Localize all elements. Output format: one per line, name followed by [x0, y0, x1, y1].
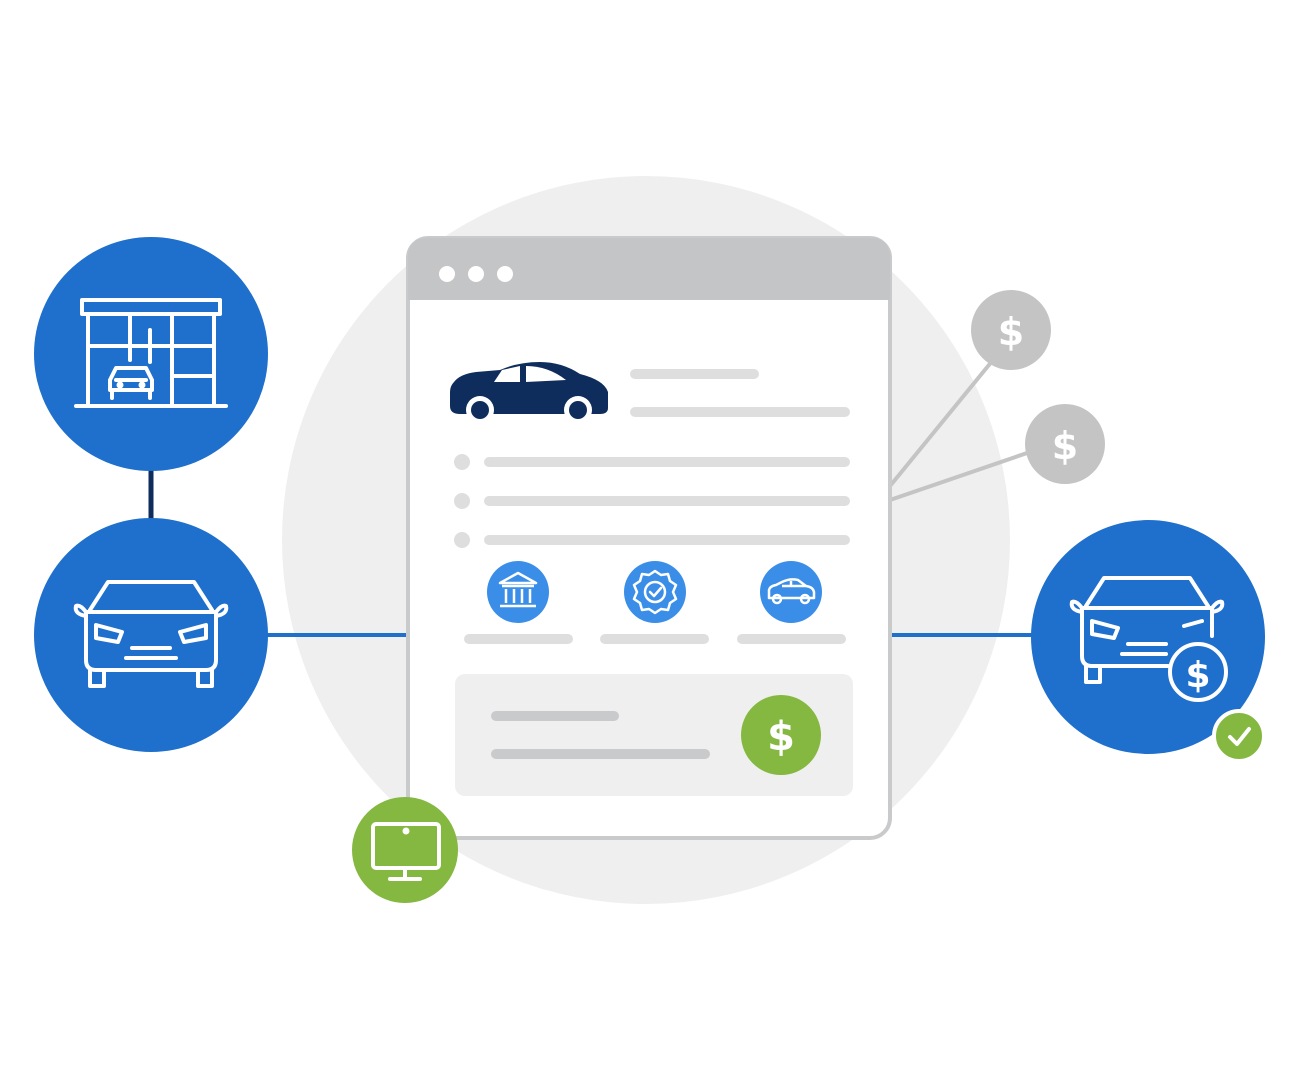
feature-car[interactable]	[737, 561, 846, 644]
dollar-icon: $	[1052, 424, 1078, 468]
feature-certified[interactable]	[600, 561, 709, 644]
car-price-node: $	[1031, 520, 1266, 763]
price-coin-1: $	[971, 290, 1051, 370]
checkmark-icon	[1228, 727, 1251, 746]
connector-coin-2	[889, 450, 1031, 502]
dollar-icon: $	[767, 714, 795, 760]
bank-icon	[498, 571, 538, 608]
bullet-dot	[454, 454, 470, 470]
chrome-dot-icon	[439, 266, 455, 282]
car-node	[34, 518, 268, 752]
car-side-icon	[767, 578, 816, 605]
bullet-dot	[454, 532, 470, 548]
payment-panel: $	[455, 674, 853, 796]
window-titlebar	[408, 238, 890, 300]
dollar-icon: $	[998, 310, 1024, 354]
sedan-icon	[450, 362, 608, 424]
approved-badge	[1212, 709, 1266, 763]
window-chrome-dots	[439, 266, 513, 282]
bullets	[454, 454, 470, 548]
car-front-icon	[73, 580, 229, 688]
payment-button[interactable]: $	[741, 695, 821, 775]
chrome-dot-icon	[468, 266, 484, 282]
car-with-dollar-icon	[1069, 576, 1228, 702]
certified-badge-icon	[632, 569, 678, 615]
browser-window: $	[406, 236, 892, 840]
connectors	[148, 358, 1034, 637]
connector-coin-1	[888, 358, 995, 488]
dealership-garage-icon	[74, 298, 228, 408]
dollar-icon: $	[1185, 655, 1210, 696]
bullet-dot	[454, 493, 470, 509]
garage-node	[34, 237, 268, 471]
chrome-dot-icon	[497, 266, 513, 282]
feature-bank[interactable]	[464, 561, 573, 644]
placeholder-lines	[484, 369, 850, 545]
price-coin-2: $	[1025, 404, 1105, 484]
device-badge	[352, 797, 458, 903]
monitor-icon	[371, 822, 441, 881]
